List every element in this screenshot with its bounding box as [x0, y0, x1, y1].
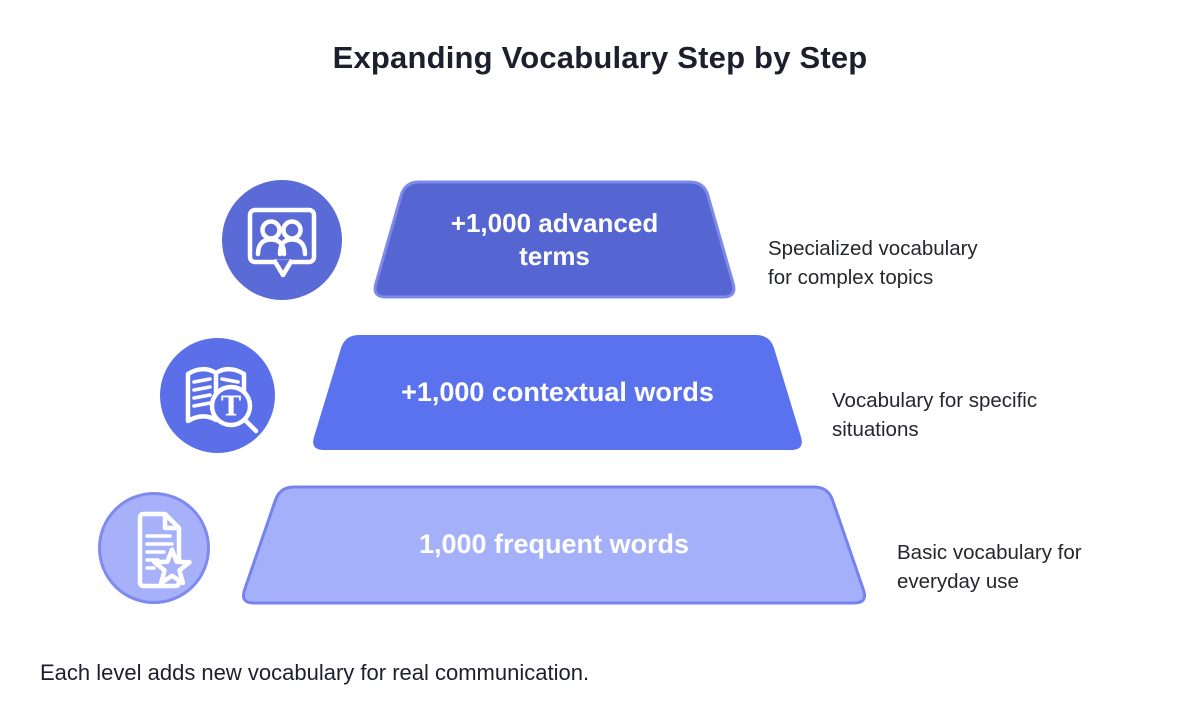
level-1-trapezoid: +1,000 advanced terms	[372, 180, 737, 299]
level-3-description: Basic vocabulary for everyday use	[897, 541, 1082, 593]
document-star-icon	[98, 492, 210, 604]
book-magnifier-icon: T	[160, 338, 275, 453]
speech-bubble-people-icon	[222, 180, 342, 300]
footer-note: Each level adds new vocabulary for real …	[40, 660, 590, 685]
level-3-label: 1,000 frequent words	[418, 529, 690, 560]
level-2-trapezoid: +1,000 contextual words	[310, 335, 805, 450]
magnifier-letter: T	[221, 392, 241, 423]
level-2-description: Vocabulary for specific situations	[832, 389, 1038, 441]
level-3-trapezoid: 1,000 frequent words	[240, 485, 868, 605]
page-title: Expanding Vocabulary Step by Step	[332, 40, 868, 75]
level-2-label: +1,000 contextual words	[401, 376, 714, 407]
level-1-label: +1,000 advanced terms	[450, 208, 659, 271]
level-1-description: Specialized vocabulary for complex topic…	[768, 237, 978, 289]
